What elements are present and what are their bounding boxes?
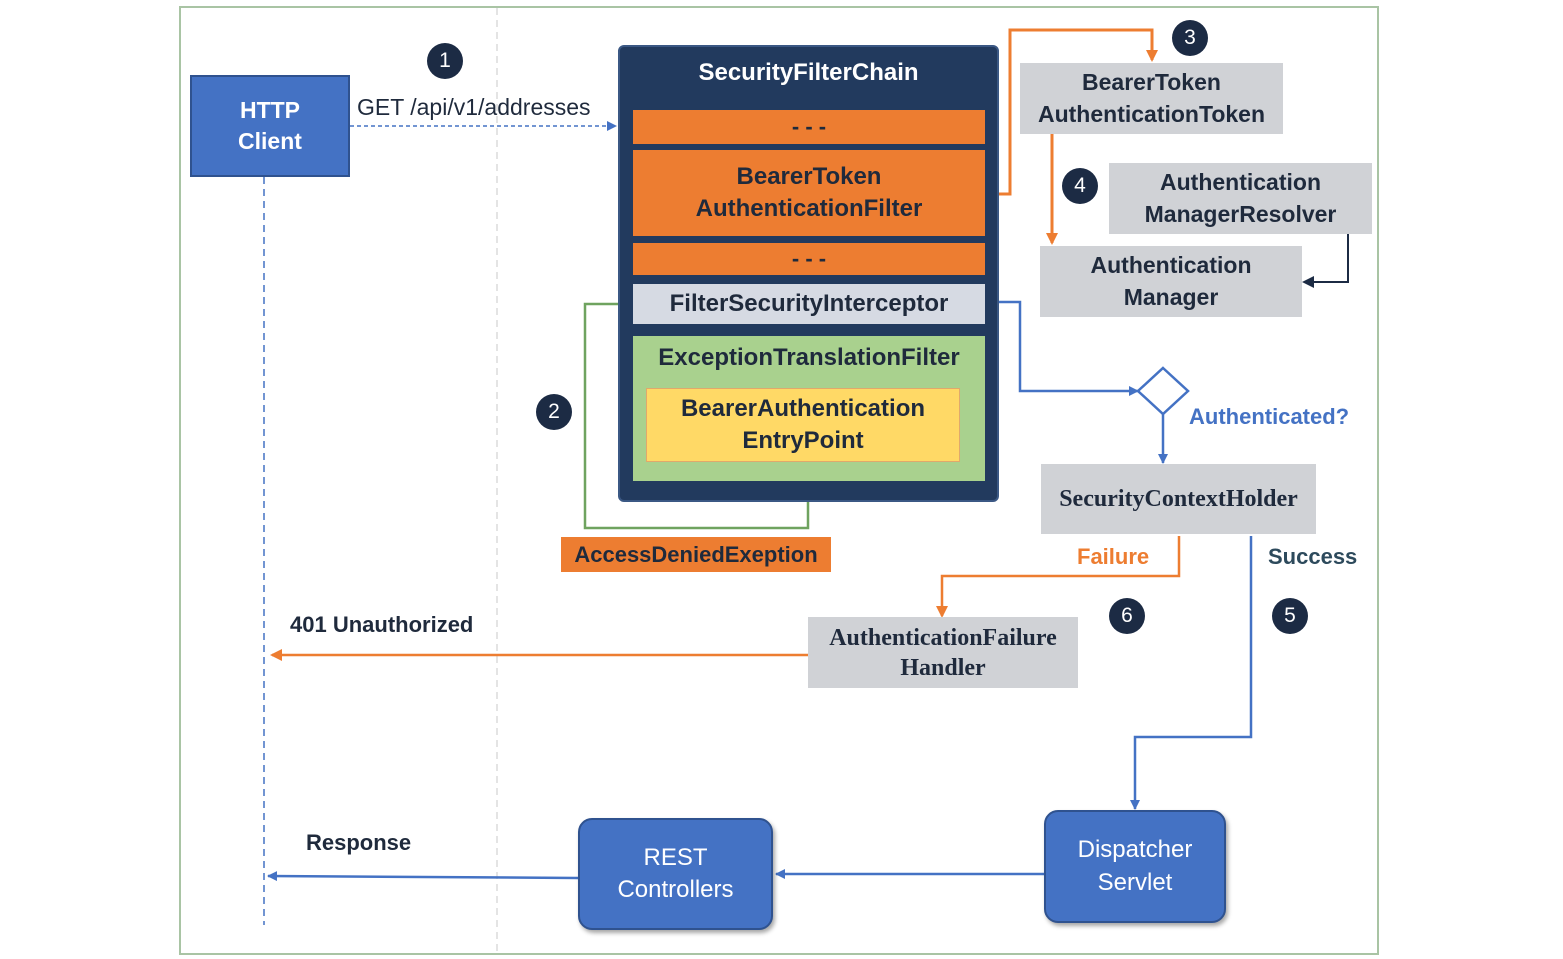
authentication-manager-resolver: Authentication ManagerResolver	[1109, 163, 1372, 234]
dispatcher-line2: Servlet	[1097, 868, 1173, 896]
authenticated-label: Authenticated?	[1189, 404, 1350, 429]
failure-handler-line1: AuthenticationFailure	[829, 624, 1057, 651]
step-badge-5: 5	[1272, 598, 1308, 634]
rest-controllers-box: REST Controllers	[578, 818, 773, 930]
step-badge-3: 3	[1172, 20, 1208, 56]
resolver-to-manager-arrow	[1302, 233, 1349, 288]
access-denied-exception: AccessDeniedExeption	[561, 537, 831, 572]
diagram-frame	[179, 6, 1379, 955]
bearer-filter-line1: BearerToken	[736, 162, 882, 190]
bearer-entry-point: BearerAuthentication EntryPoint	[646, 388, 960, 462]
entry-point-line2: EntryPoint	[742, 427, 864, 454]
step-badge-4: 4	[1062, 168, 1098, 204]
authentication-manager: Authentication Manager	[1040, 246, 1302, 317]
bearer-filter-line2: AuthenticationFilter	[695, 195, 923, 222]
response-arrow	[267, 871, 579, 882]
filter-placeholder-top: - - -	[633, 110, 985, 144]
chain-title: SecurityFilterChain	[698, 59, 919, 86]
entry-point-line1: BearerAuthentication	[680, 394, 926, 422]
controllers-line2: Controllers	[617, 876, 734, 903]
success-label: Success	[1268, 544, 1358, 569]
filter-placeholder-mid: - - -	[633, 243, 985, 275]
manager-line2: Manager	[1123, 283, 1219, 310]
access-denied-loop	[583, 302, 814, 530]
dispatcher-servlet-box: Dispatcher Servlet	[1044, 810, 1226, 923]
success-arrow	[1130, 536, 1253, 810]
translation-label: ExceptionTranslationFilter	[658, 344, 960, 371]
resolver-line1: Authentication	[1160, 169, 1321, 196]
unauthorized-label: 401 Unauthorized	[290, 612, 474, 637]
step-badge-2: 2	[536, 394, 572, 430]
http-client-box: HTTP Client	[190, 75, 350, 177]
response-label: Response	[306, 830, 412, 855]
dispatcher-line1: Dispatcher	[1077, 836, 1193, 864]
decision-diamond	[1136, 366, 1190, 416]
authentication-failure-handler: AuthenticationFailure Handler	[808, 617, 1078, 688]
failure-label: Failure	[1077, 544, 1150, 569]
manager-line1: Authentication	[1090, 252, 1252, 279]
resolver-line2: ManagerResolver	[1144, 200, 1337, 227]
security-context-holder: SecurityContextHolder	[1041, 464, 1316, 534]
failure-handler-line2: Handler	[900, 654, 986, 681]
bearer-authentication-token: BearerToken AuthenticationToken	[1020, 63, 1283, 134]
controllers-line1: REST	[643, 843, 708, 871]
bearer-token-filter: BearerToken AuthenticationFilter	[633, 150, 985, 236]
step-badge-6: 6	[1109, 598, 1145, 634]
token-line1: BearerToken	[1082, 69, 1221, 96]
filter-security-interceptor: FilterSecurityInterceptor	[633, 284, 985, 324]
client-line1: HTTP	[239, 96, 301, 123]
failure-arrow	[936, 536, 1181, 618]
client-line2: Client	[238, 128, 302, 154]
filter-to-token-arrow	[986, 28, 1158, 196]
token-line2: AuthenticationToken	[1037, 100, 1265, 127]
step-badge-1: 1	[427, 43, 463, 79]
request-label: GET /api/v1/addresses	[357, 94, 591, 120]
interceptor-to-decision-arrow	[986, 300, 1139, 396]
